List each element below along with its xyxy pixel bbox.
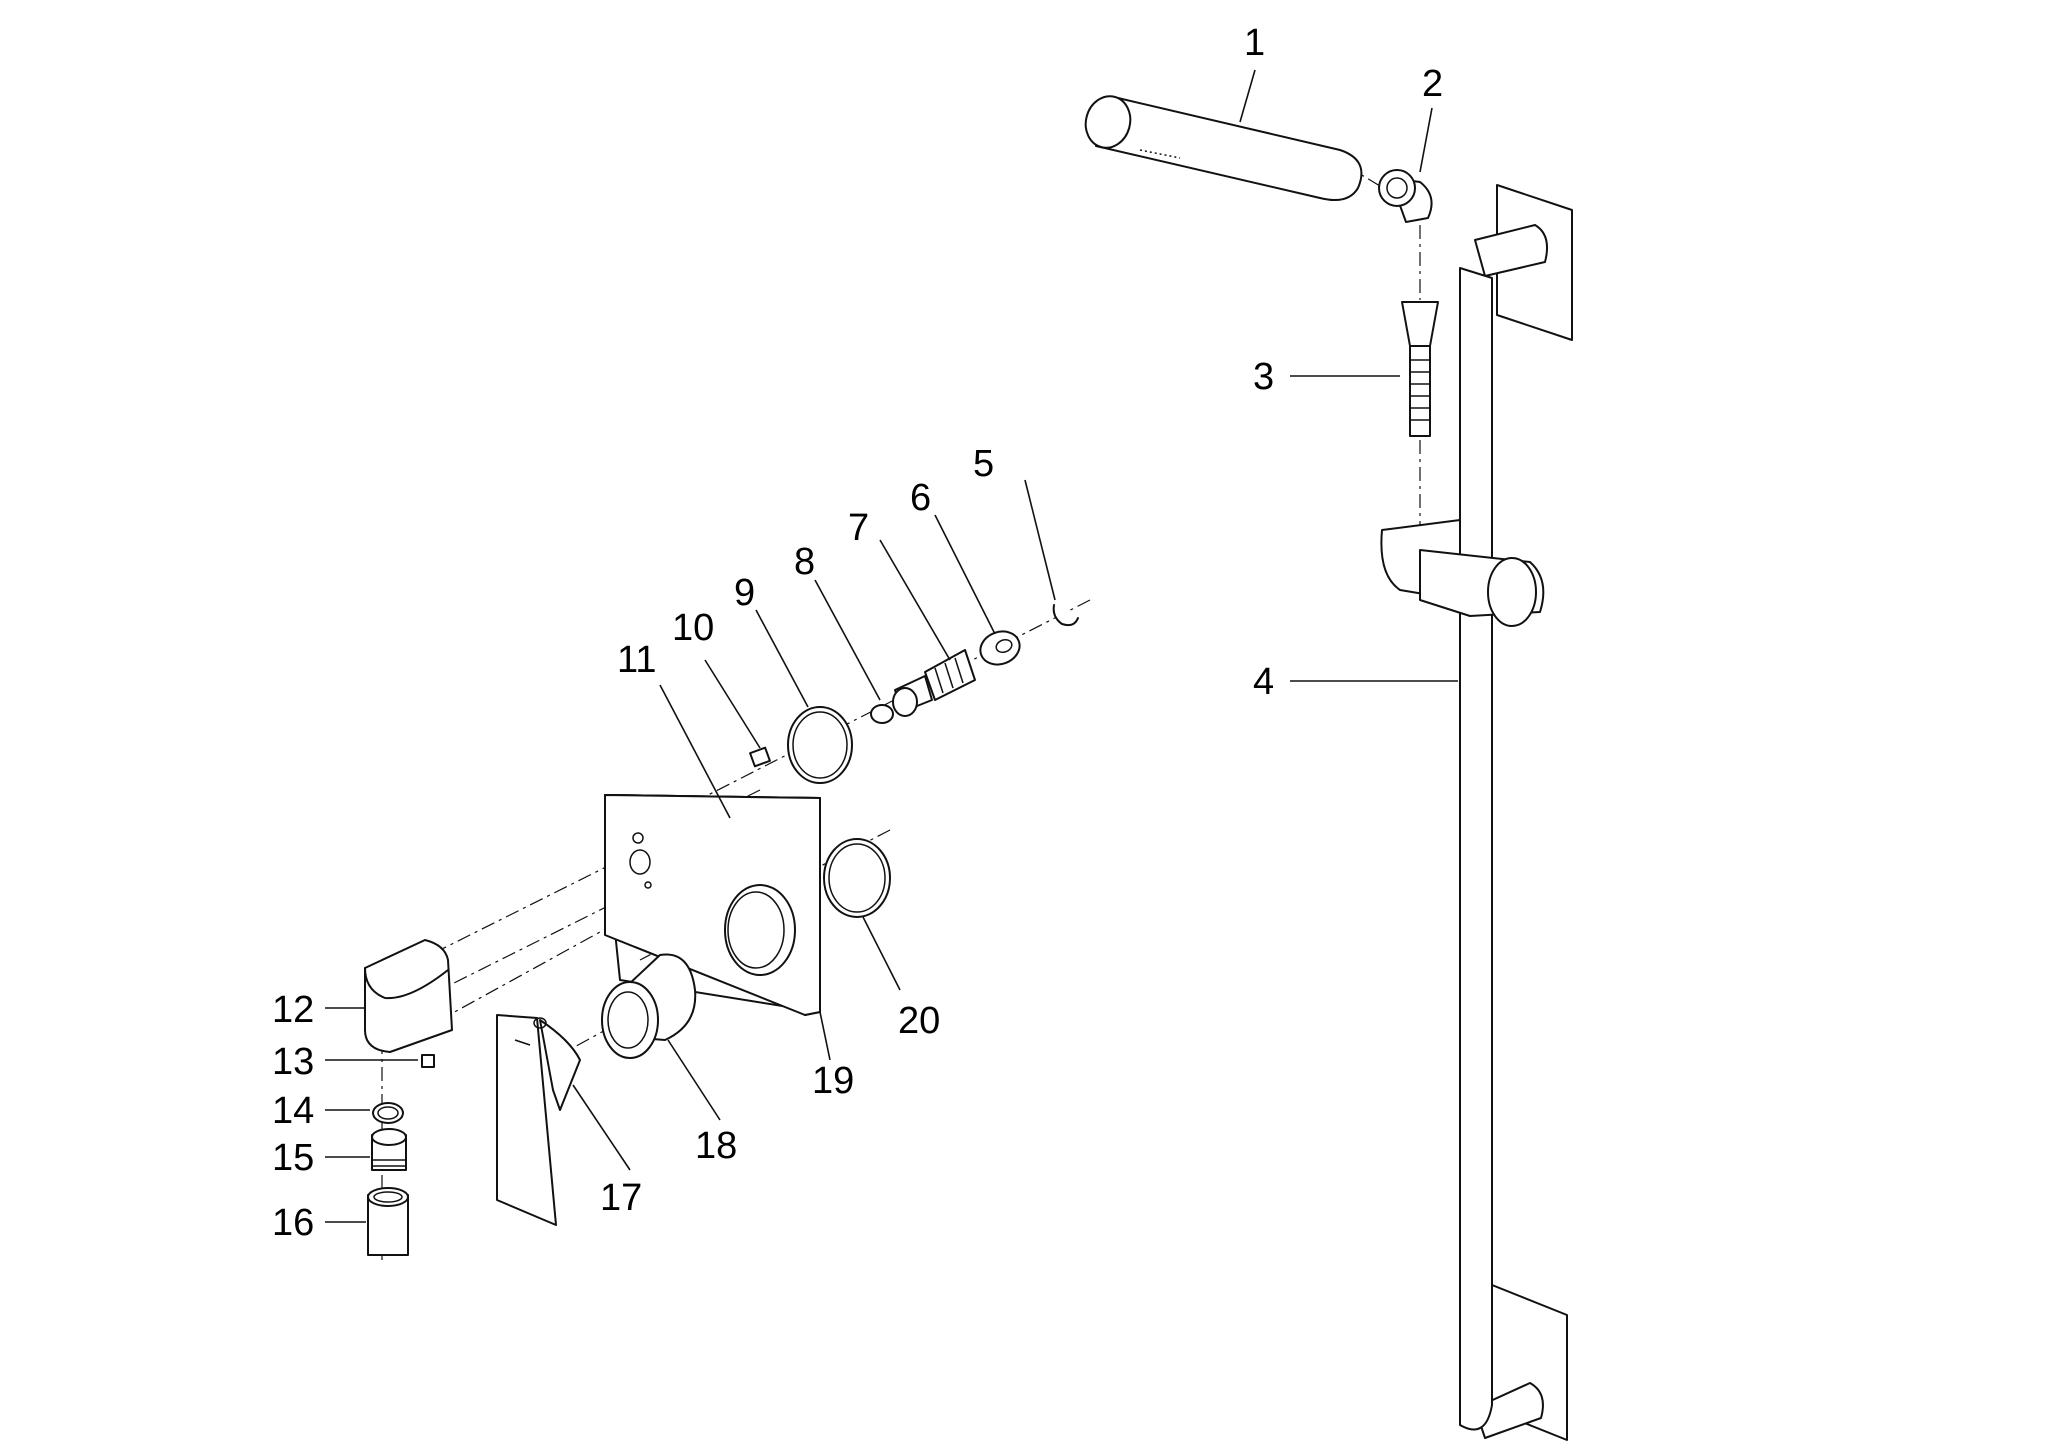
- callout-9: 9: [734, 572, 755, 614]
- seal-ring: [372, 1102, 404, 1124]
- callout-13: 13: [272, 1041, 314, 1083]
- grub-screw: [421, 1054, 435, 1068]
- small-knob: [364, 939, 453, 1053]
- stop-ring: [979, 630, 1021, 666]
- cover-plate: [604, 794, 821, 1016]
- callout-19: 19: [812, 1060, 854, 1102]
- screw: [749, 746, 771, 768]
- sleeve: [601, 953, 697, 1059]
- callout-5: 5: [973, 443, 994, 485]
- large-o-ring-lower: [823, 838, 891, 918]
- callout-17: 17: [600, 1177, 642, 1219]
- small-o-ring: [870, 704, 894, 724]
- shower-rail: [1380, 184, 1573, 1441]
- callout-7: 7: [848, 507, 869, 549]
- callout-12: 12: [272, 989, 314, 1031]
- callout-1: 1: [1244, 22, 1265, 64]
- callout-3: 3: [1253, 356, 1274, 398]
- retaining-clip: [1052, 604, 1079, 627]
- callout-20: 20: [898, 1000, 940, 1042]
- callout-4: 4: [1253, 661, 1274, 703]
- callout-18: 18: [695, 1125, 737, 1167]
- large-o-ring-upper: [787, 706, 853, 784]
- leader-lines: [325, 69, 1458, 1223]
- callout-10: 10: [672, 607, 714, 649]
- callout-11: 11: [617, 639, 656, 681]
- callout-2: 2: [1422, 63, 1443, 105]
- lever-handle: [496, 1014, 581, 1226]
- adapter: [371, 1128, 407, 1171]
- shower-hose: [1401, 301, 1439, 437]
- callout-6: 6: [910, 477, 931, 519]
- callout-8: 8: [794, 541, 815, 583]
- extension-sleeve: [367, 1187, 409, 1256]
- callout-16: 16: [272, 1202, 314, 1244]
- callout-labels: 1 2 3 4 5 6 7 8 9 10 11 12 13 14 15 16 1…: [272, 22, 1443, 1244]
- elbow-connector: [1378, 169, 1433, 223]
- hand-shower: [1084, 95, 1363, 201]
- diverter-cartridge: [892, 649, 976, 717]
- callout-15: 15: [272, 1137, 314, 1179]
- callout-14: 14: [272, 1090, 314, 1132]
